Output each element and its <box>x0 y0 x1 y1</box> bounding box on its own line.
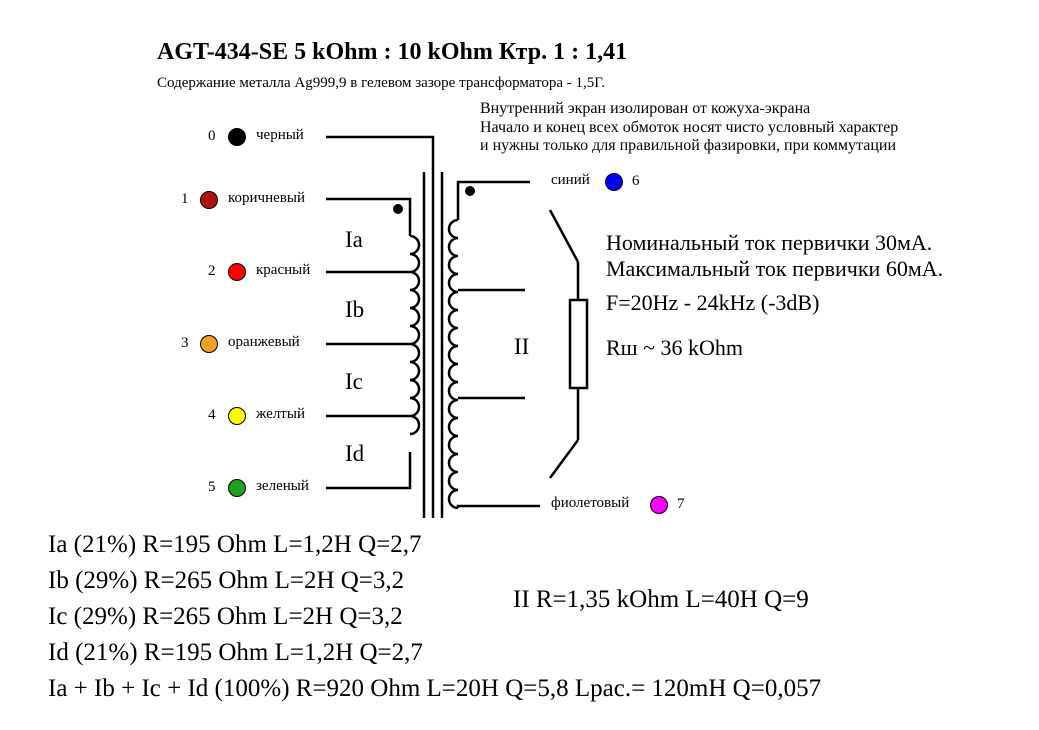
param-secondary: II R=1,35 kOhm L=40H Q=9 <box>513 586 809 613</box>
page-subtitle: Содержание металла Ag999,9 в гелевом заз… <box>157 75 605 91</box>
primary-coil <box>409 234 421 436</box>
winding-label-id: Id <box>345 441 365 466</box>
param-ia: Ia (21%) R=195 Ohm L=1,2H Q=2,7 <box>48 531 422 558</box>
winding-label-ii: II <box>514 334 530 359</box>
spec-frequency: F=20Hz - 24kHz (-3dB) <box>606 290 820 315</box>
page-title: AGT-434-SE 5 kOhm : 10 kOhm Ктр. 1 : 1,4… <box>157 39 628 65</box>
note-line-1: Внутренний экран изолирован от кожуха-эк… <box>480 100 811 117</box>
terminal-label-3: оранжевый <box>228 334 300 350</box>
param-ic: Ic (29%) R=265 Ohm L=2H Q=3,2 <box>48 603 403 630</box>
terminal-label-7: фиолетовый <box>551 495 630 511</box>
terminal-num-7: 7 <box>677 496 685 512</box>
spec-max-current: Максимальный ток первички 60мА. <box>606 256 944 281</box>
spec-shunt: Rш ~ 36 kOhm <box>606 335 744 360</box>
lead-5 <box>326 452 412 490</box>
terminal-label-2: красный <box>256 262 311 278</box>
terminal-dot-1 <box>200 191 218 209</box>
lead-6 <box>456 180 530 220</box>
terminal-num-4: 4 <box>208 407 216 423</box>
terminal-label-0: черный <box>256 127 304 143</box>
phase-dot-secondary <box>465 186 475 196</box>
shield-wire <box>326 135 435 172</box>
note-line-2: Начало и конец всех обмоток носят чисто … <box>480 119 899 136</box>
phase-dot-primary <box>393 204 403 214</box>
terminal-num-1: 1 <box>181 191 189 207</box>
terminal-label-5: зеленый <box>256 478 309 494</box>
winding-label-ic: Ic <box>345 369 363 394</box>
note-line-3: и нужны только для правильной фазировки,… <box>480 137 897 154</box>
terminal-dot-3 <box>200 335 218 353</box>
terminal-dot-4 <box>228 407 246 425</box>
terminal-num-3: 3 <box>181 335 189 351</box>
terminal-label-1: коричневый <box>228 190 305 206</box>
terminal-dot-6 <box>605 173 623 191</box>
param-id: Id (21%) R=195 Ohm L=1,2H Q=2,7 <box>48 639 423 666</box>
spec-nominal-current: Номинальный ток первички 30мА. <box>606 230 933 255</box>
param-ib: Ib (29%) R=265 Ohm L=2H Q=3,2 <box>48 567 405 594</box>
switch-top <box>548 209 580 263</box>
terminal-dot-2 <box>228 263 246 281</box>
terminal-dot-0 <box>228 128 246 146</box>
terminal-dot-7 <box>650 496 668 514</box>
terminal-label-4: желтый <box>256 406 305 422</box>
switch-bottom <box>548 439 580 479</box>
param-total: Ia + Ib + Ic + Id (100%) R=920 Ohm L=20H… <box>48 675 822 702</box>
lead-7 <box>456 504 540 508</box>
terminal-num-6: 6 <box>632 173 640 189</box>
terminal-label-6: синий <box>551 172 590 188</box>
winding-label-ia: Ia <box>345 227 363 252</box>
winding-label-ib: Ib <box>345 297 365 322</box>
terminal-num-5: 5 <box>208 479 216 495</box>
secondary-coil <box>447 218 459 510</box>
terminal-num-2: 2 <box>208 263 216 279</box>
terminal-num-0: 0 <box>208 128 216 144</box>
terminal-dot-5 <box>228 479 246 497</box>
lead-1 <box>326 197 412 236</box>
shunt-resistor <box>568 298 589 390</box>
